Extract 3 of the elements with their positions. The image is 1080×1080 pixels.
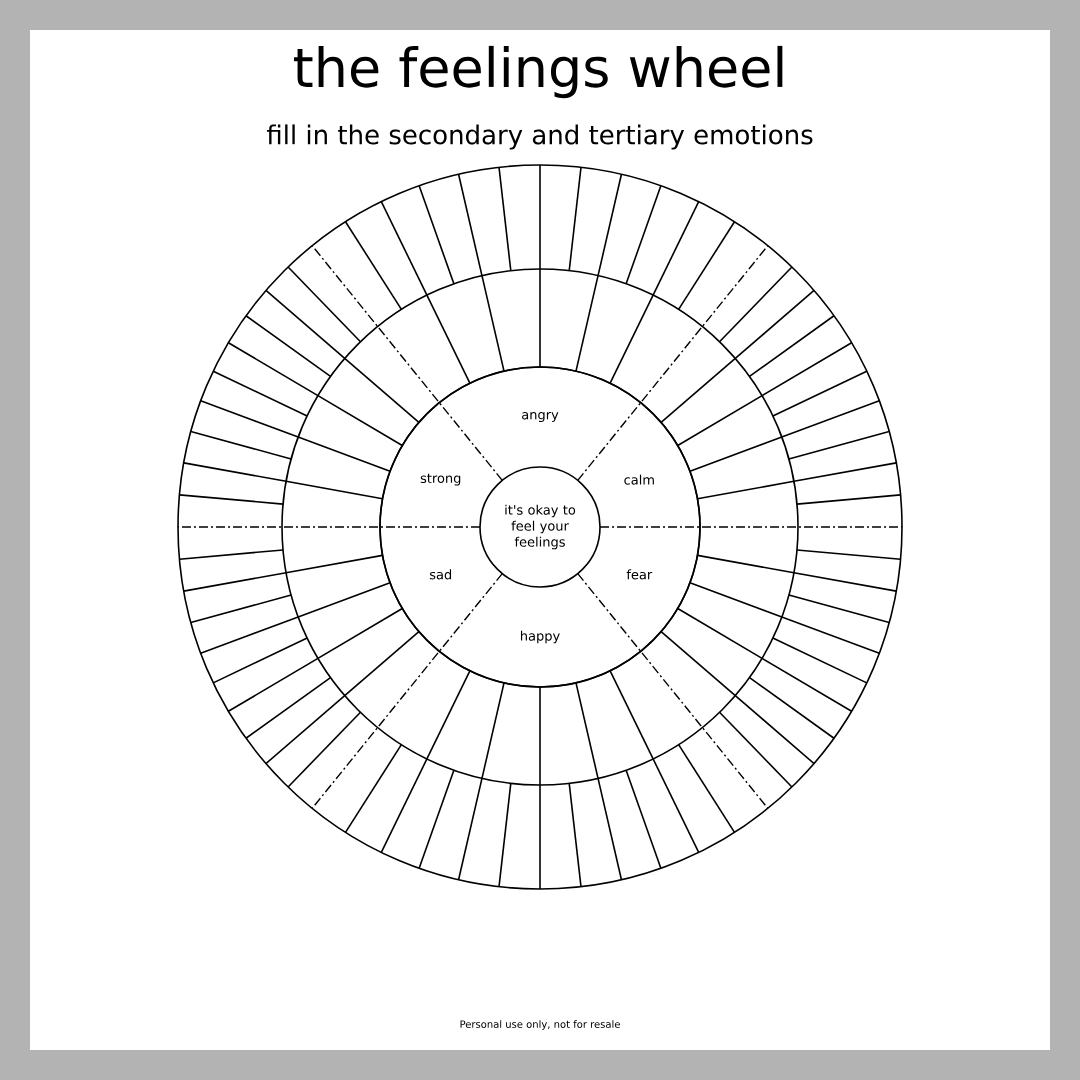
- subtitle: fill in the secondary and tertiary emotions: [266, 124, 813, 150]
- title: the feelings wheel: [294, 45, 783, 99]
- footer-note: Personal use only, not for resale: [460, 1020, 620, 1030]
